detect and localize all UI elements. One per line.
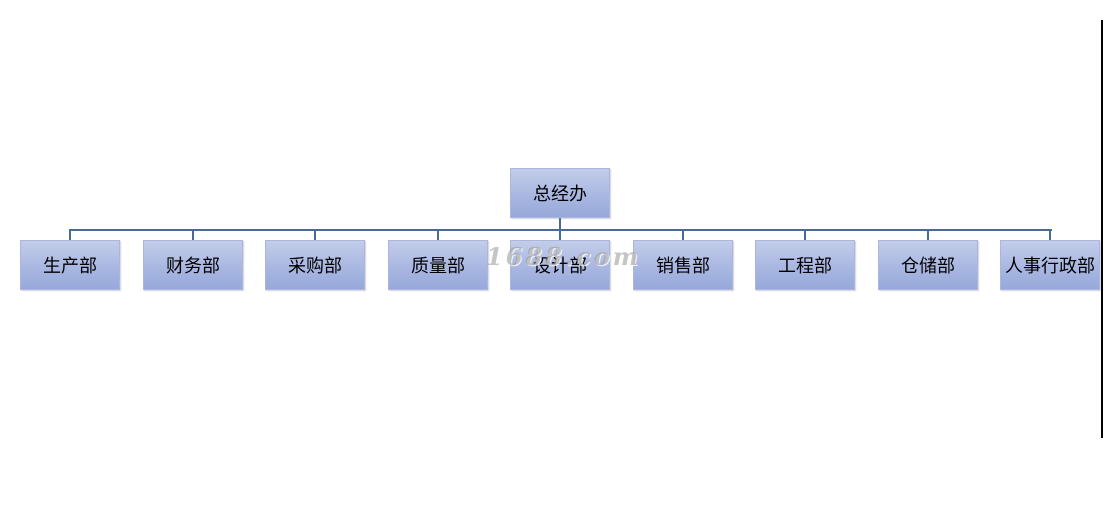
dept-node-label: 设计部 <box>533 256 587 277</box>
dept-node-engineering: 工程部 <box>755 240 855 290</box>
dept-node-label: 质量部 <box>411 256 465 277</box>
dept-connector <box>69 229 71 240</box>
dept-connector <box>927 229 929 240</box>
dept-node-label: 财务部 <box>166 256 220 277</box>
root-connector <box>559 217 561 230</box>
dept-node-label: 人事行政部 <box>1005 256 1095 277</box>
dept-connector <box>559 229 561 240</box>
dept-connector <box>314 229 316 240</box>
dept-connector <box>437 229 439 240</box>
dept-node-finance: 财务部 <box>143 240 243 290</box>
dept-node-label: 生产部 <box>43 256 97 277</box>
dept-node-label: 销售部 <box>656 256 710 277</box>
dept-connector <box>682 229 684 240</box>
dept-node-label: 工程部 <box>778 256 832 277</box>
dept-connector <box>1049 229 1051 240</box>
dept-node-sales: 销售部 <box>633 240 733 290</box>
dept-node-design: 设计部 <box>510 240 610 290</box>
dept-connector <box>804 229 806 240</box>
dept-node-hr-admin: 人事行政部 <box>1000 240 1100 290</box>
root-node: 总经办 <box>510 168 610 218</box>
dept-node-quality: 质量部 <box>388 240 488 290</box>
horizontal-connector <box>70 229 1052 231</box>
root-node-label: 总经办 <box>533 184 587 205</box>
dept-node-label: 采购部 <box>288 256 342 277</box>
right-edge-divider <box>1101 20 1103 438</box>
dept-node-production: 生产部 <box>20 240 120 290</box>
dept-node-warehouse: 仓储部 <box>878 240 978 290</box>
dept-connector <box>192 229 194 240</box>
dept-node-label: 仓储部 <box>901 256 955 277</box>
dept-node-purchasing: 采购部 <box>265 240 365 290</box>
